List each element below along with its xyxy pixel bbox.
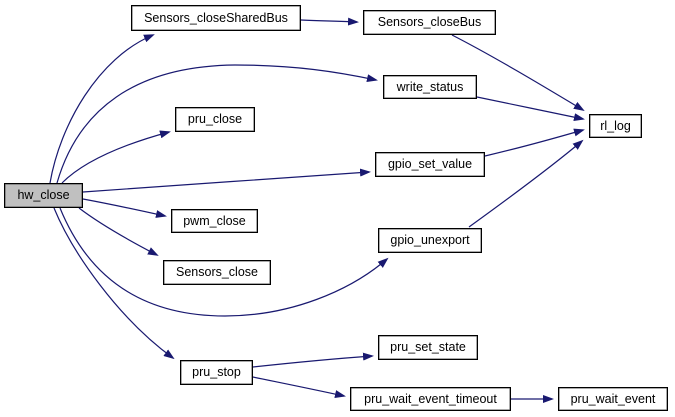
node-pru_wait_event[interactable]: pru_wait_event [558, 387, 668, 411]
edge-hw_close-to-gpio_unexport [59, 207, 389, 317]
node-Sensors_close[interactable]: Sensors_close [163, 260, 271, 285]
node-hw_close[interactable]: hw_close [4, 183, 83, 208]
edge-hw_close-to-pru_close [61, 130, 171, 184]
edge-Sensors_closeBus-to-rl_log [451, 34, 585, 112]
edge-gpio_unexport-to-rl_log [468, 139, 584, 228]
edge-hw_close-to-pwm_close [82, 198, 167, 218]
edge-Sensors_closeSharedBus-to-Sensors_closeBus [300, 17, 359, 26]
node-pru_wait_event_timeout[interactable]: pru_wait_event_timeout [350, 387, 511, 411]
edge-hw_close-to-Sensors_closeSharedBus [49, 34, 155, 184]
node-Sensors_closeBus[interactable]: Sensors_closeBus [363, 10, 496, 35]
node-Sensors_closeSharedBus[interactable]: Sensors_closeSharedBus [131, 5, 301, 31]
node-write_status[interactable]: write_status [383, 75, 477, 99]
node-gpio_set_value[interactable]: gpio_set_value [375, 152, 485, 177]
edge-hw_close-to-gpio_set_value [82, 168, 371, 193]
edge-pru_stop-to-pru_wait_event_timeout [252, 376, 346, 398]
node-pru_close[interactable]: pru_close [175, 107, 255, 132]
edge-pru_stop-to-pru_set_state [252, 352, 374, 368]
node-pru_set_state[interactable]: pru_set_state [378, 335, 478, 360]
node-pru_stop[interactable]: pru_stop [180, 360, 253, 385]
edge-write_status-to-rl_log [476, 96, 585, 122]
edge-hw_close-to-write_status [56, 64, 378, 184]
node-pwm_close[interactable]: pwm_close [171, 209, 258, 233]
edge-gpio_set_value-to-rl_log [484, 128, 585, 157]
node-rl_log[interactable]: rl_log [589, 114, 642, 138]
edge-hw_close-to-Sensors_close [78, 207, 159, 256]
edge-hw_close-to-pru_stop [53, 207, 175, 360]
node-gpio_unexport[interactable]: gpio_unexport [378, 228, 482, 253]
